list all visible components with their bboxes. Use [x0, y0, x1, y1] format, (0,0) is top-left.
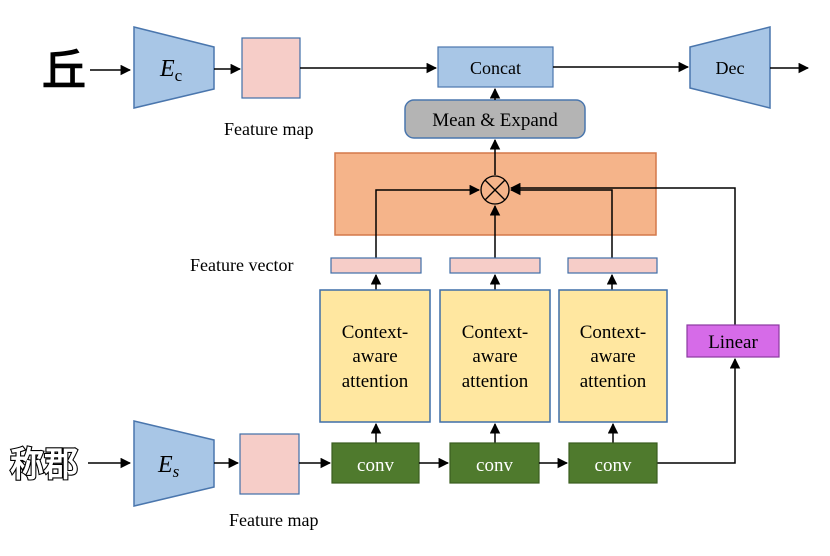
attention-3-line-1: Context- — [580, 322, 647, 343]
concat-label: Concat — [470, 58, 521, 78]
conv-block-2 — [449, 442, 540, 484]
multiply-node — [480, 175, 510, 205]
conv-3-label: conv — [595, 455, 632, 476]
attention-3-line-2: aware — [590, 346, 635, 367]
line-linear-to-multiply — [509, 182, 736, 325]
style-encoder-label: Es — [157, 452, 180, 481]
feature-map-top-label: Feature map — [224, 119, 313, 139]
attention-2-line-1: Context- — [462, 322, 529, 343]
decoder-label: Dec — [716, 58, 745, 78]
decoder — [689, 26, 771, 109]
attention-2-line-3: attention — [462, 371, 529, 392]
style-encoder — [133, 420, 215, 507]
feature-vector-2 — [449, 257, 541, 274]
style-glyphs: 称郡 — [10, 446, 78, 484]
content-encoder — [133, 26, 215, 109]
feature-vector-1 — [330, 257, 422, 274]
attention-3-line-3: attention — [580, 371, 647, 392]
feature-map-top — [241, 37, 301, 99]
line-vector1-to-multiply — [375, 184, 481, 258]
content-glyph: 丘 — [42, 46, 86, 95]
line-vector3-to-multiply — [509, 184, 613, 258]
conv-block-3 — [568, 442, 658, 484]
line-conv3-to-linear — [657, 357, 741, 464]
content-encoder-label: Ec — [159, 56, 183, 85]
linear-label: Linear — [708, 332, 758, 353]
feature-map-bottom-label: Feature map — [229, 510, 318, 530]
feature-map-bottom — [239, 433, 300, 495]
feature-vector-label: Feature vector — [190, 255, 293, 275]
attention-block-1: Context- aware attention — [319, 289, 431, 423]
conv-1-label: conv — [357, 455, 394, 476]
attention-1-line-3: attention — [342, 371, 409, 392]
attention-2-line-2: aware — [472, 346, 517, 367]
mean-expand-label: Mean & Expand — [432, 110, 558, 131]
attention-block-2: Context- aware attention — [439, 289, 551, 423]
feature-vector-3 — [567, 257, 658, 274]
conv-2-label: conv — [476, 455, 513, 476]
attention-block-3: Context- aware attention — [558, 289, 668, 423]
attention-1-line-2: aware — [352, 346, 397, 367]
conv-block-1 — [331, 442, 420, 484]
attention-1-line-1: Context- — [342, 322, 409, 343]
linear-box — [686, 324, 780, 358]
